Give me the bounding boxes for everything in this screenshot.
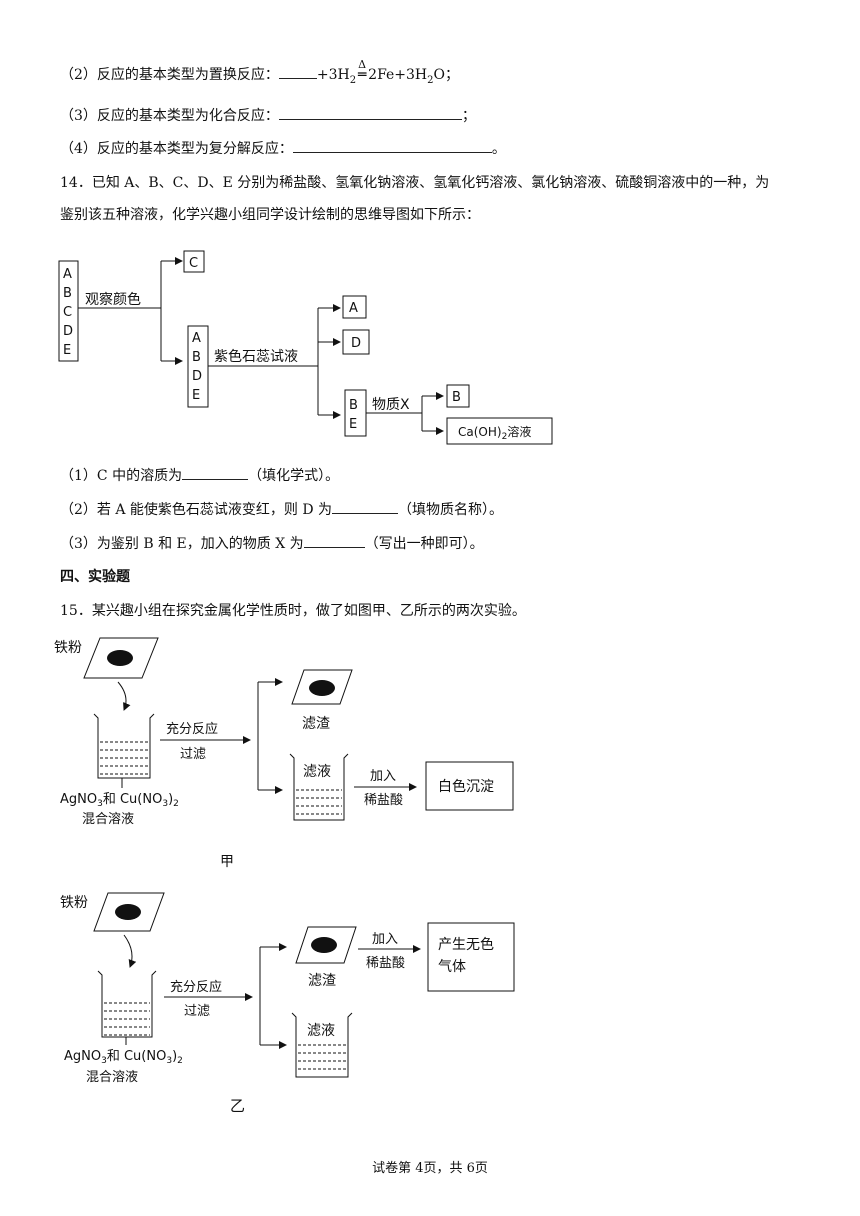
label-b: B [192, 350, 201, 365]
iron-powder-label: 铁粉 [54, 640, 82, 656]
label-e: E [192, 388, 200, 403]
white-precipitate-label: 白色沉淀 [438, 778, 494, 795]
step-react: 充分反应 [166, 721, 218, 737]
section-heading: 四、实验题 [60, 569, 130, 585]
result-b: B [452, 390, 461, 405]
label-c: C [63, 305, 72, 320]
result-caoh2: Ca(OH)2溶液 [458, 424, 531, 442]
add-label: 加入 [370, 769, 396, 784]
filtrate-label: 滤液 [307, 1023, 335, 1039]
iron-powder-icon [115, 904, 141, 920]
label-e: E [63, 343, 71, 358]
experiment-figure-yi: 铁粉 AgNO3和 Cu(NO3)2 混合溶液 充分反应 过滤 滤渣 加入 稀盐… [60, 892, 515, 1115]
acid-label: 稀盐酸 [366, 956, 405, 971]
q14-sub1: （1）C 中的溶质为（填化学式）。 [60, 465, 339, 486]
answer-blank[interactable] [278, 64, 317, 79]
filtrate-beaker-icon [291, 1012, 353, 1078]
weighing-paper [93, 892, 165, 932]
residue-label: 滤渣 [308, 973, 336, 989]
box-a [342, 295, 367, 319]
label-a: A [63, 267, 72, 282]
identification-mindmap: A B C D E 观察颜色 C A B D E 紫色石蕊试液 A D B E … [58, 250, 553, 445]
label-d: D [63, 324, 73, 339]
label-b: B [349, 398, 358, 413]
q14-sub3: （3）为鉴别 B 和 E，加入的物质 X 为（写出一种即可）。 [60, 533, 484, 554]
mixed-solution-label: AgNO3和 Cu(NO3)2 [60, 792, 179, 809]
step-react: 充分反应 [170, 979, 222, 995]
box-d [342, 329, 370, 355]
iron-powder-icon [107, 650, 133, 666]
result-a: A [349, 301, 358, 316]
box-b [446, 384, 470, 408]
filtrate-label: 滤液 [303, 764, 331, 780]
result-box [425, 761, 514, 811]
q13-item4: （4）反应的基本类型为复分解反应：。 [60, 138, 506, 159]
residue-paper [295, 926, 357, 964]
q13-item3: （3）反应的基本类型为化合反应：； [60, 105, 476, 126]
mixed-solution-label-2: 混合溶液 [82, 812, 134, 827]
page-footer: 试卷第 4页，共 6页 [372, 1161, 488, 1176]
acid-label: 稀盐酸 [364, 793, 403, 808]
residue-icon [309, 680, 335, 696]
add-label: 加入 [372, 932, 398, 947]
q14-stem-line1: 14．已知 A、B、C、D、E 分别为稀盐酸、氢氧化钠溶液、氢氧化钙溶液、氯化钠… [60, 175, 770, 191]
figure-label-yi: 乙 [230, 1097, 245, 1115]
step-litmus: 紫色石蕊试液 [214, 348, 298, 365]
filtrate-beaker-icon [289, 753, 349, 821]
label-d: D [192, 369, 202, 384]
box-abcde [58, 260, 79, 362]
q14-sub2: （2）若 A 能使紫色石蕊试液变红，则 D 为（填物质名称）。 [60, 499, 503, 520]
answer-blank[interactable] [303, 533, 365, 548]
label-a: A [192, 331, 201, 346]
step-filter: 过滤 [180, 747, 206, 762]
residue-label: 滤渣 [302, 716, 330, 732]
q15-stem: 15．某兴趣小组在探究金属化学性质时，做了如图甲、乙所示的两次实验。 [60, 603, 526, 619]
mixed-solution-label-2: 混合溶液 [86, 1070, 138, 1085]
mixed-solution-label: AgNO3和 Cu(NO3)2 [64, 1049, 183, 1066]
step-observe-color: 观察颜色 [85, 291, 141, 308]
box-caoh2 [446, 417, 553, 445]
answer-blank[interactable] [278, 105, 462, 120]
box-c [183, 250, 205, 273]
label-b: B [63, 286, 72, 301]
gas-result-label-1: 产生无色 [438, 936, 494, 953]
iron-powder-label: 铁粉 [60, 895, 88, 911]
beaker-icon [97, 970, 157, 1038]
step-filter: 过滤 [184, 1004, 210, 1019]
answer-blank[interactable] [292, 138, 492, 153]
beaker-icon [93, 713, 155, 779]
gas-result-label-2: 气体 [438, 959, 466, 975]
residue-icon [311, 937, 337, 953]
step-substance-x: 物质X [372, 397, 410, 413]
result-box [427, 922, 515, 992]
heat-condition: Δ═ [357, 58, 367, 83]
q14-stem-line2: 鉴别该五种溶液，化学兴趣小组同学设计绘制的思维导图如下所示： [60, 207, 480, 223]
weighing-paper [83, 637, 159, 679]
answer-blank[interactable] [182, 465, 249, 480]
label-e: E [349, 417, 357, 432]
answer-blank[interactable] [332, 499, 399, 514]
experiment-figure-jia: 铁粉 AgNO3和 Cu(NO3)2 混合溶液 充分反应 过滤 滤渣 滤液 加入… [54, 637, 514, 870]
figure-label-jia: 甲 [220, 854, 234, 870]
result-c: C [189, 256, 198, 271]
result-d: D [351, 336, 361, 351]
residue-paper [291, 669, 353, 705]
